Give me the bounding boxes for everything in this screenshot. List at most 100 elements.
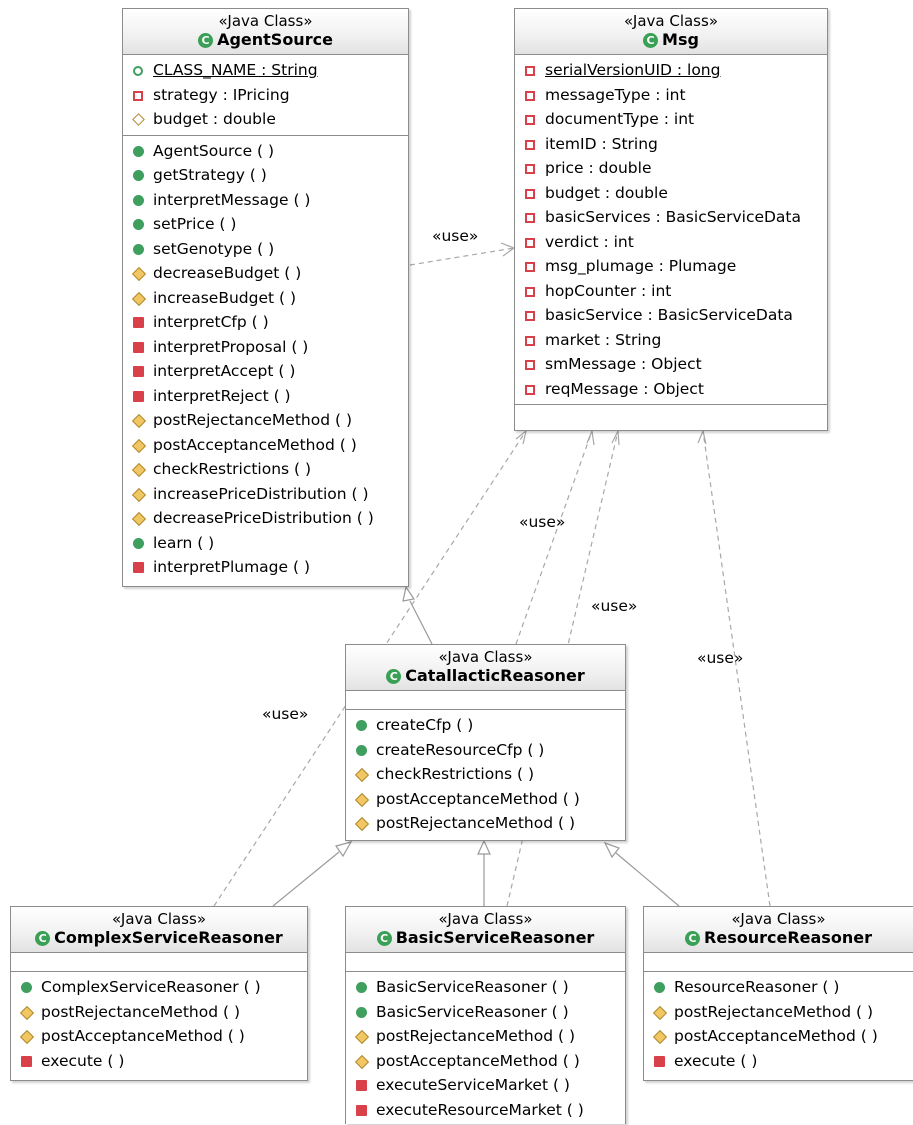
private-field-icon xyxy=(525,90,535,101)
field-item[interactable]: CLASS_NAME : String xyxy=(123,58,408,83)
method-item[interactable]: createCfp ( ) xyxy=(346,713,625,738)
protected-method-icon xyxy=(131,438,147,453)
private-field-icon xyxy=(525,384,535,395)
method-item[interactable]: ComplexServiceReasoner ( ) xyxy=(11,975,307,1000)
method-item[interactable]: interpretMessage ( ) xyxy=(123,188,408,213)
method-label: decreasePriceDistribution ( ) xyxy=(153,509,374,527)
method-label: postRejectanceMethod ( ) xyxy=(376,814,575,832)
public-method-icon xyxy=(133,243,144,255)
method-label: executeResourceMarket ( ) xyxy=(376,1100,584,1119)
field-item[interactable]: documentType : int xyxy=(515,107,827,132)
private-field-icon xyxy=(525,164,535,174)
method-item[interactable]: BasicServiceReasoner ( ) xyxy=(346,1000,625,1025)
method-item[interactable]: executeResourceMarket ( ) xyxy=(346,1098,625,1123)
field-item[interactable]: hopCounter : int xyxy=(515,279,827,304)
field-item[interactable]: serialVersionUID : long xyxy=(515,58,827,83)
field-item[interactable]: basicServices : BasicServiceData xyxy=(515,205,827,230)
method-item[interactable]: postAcceptanceMethod ( ) xyxy=(346,787,625,812)
field-item[interactable]: budget : double xyxy=(515,181,827,206)
method-item[interactable]: interpretReject ( ) xyxy=(123,384,408,409)
operations-section: AgentSource ( ) getStrategy ( ) interpretM… xyxy=(123,136,408,583)
attributes-section xyxy=(11,953,307,972)
stereotype-label: «Java Class» xyxy=(438,648,533,666)
field-item[interactable]: itemID : String xyxy=(515,132,827,157)
method-item[interactable]: checkRestrictions ( ) xyxy=(346,762,625,787)
method-item[interactable]: createResourceCfp ( ) xyxy=(346,738,625,763)
method-label: setPrice ( ) xyxy=(153,215,237,233)
private-method-icon xyxy=(133,562,144,573)
method-item[interactable]: interpretAccept ( ) xyxy=(123,359,408,384)
field-label: price : double xyxy=(545,159,652,177)
method-item[interactable]: decreasePriceDistribution ( ) xyxy=(123,506,408,531)
stereotype-label: «Java Class» xyxy=(111,910,206,928)
method-item[interactable]: setGenotype ( ) xyxy=(123,237,408,262)
dependency-arrowhead xyxy=(611,428,620,446)
method-item[interactable]: execute ( ) xyxy=(644,1049,913,1074)
method-item[interactable]: postRejectanceMethod ( ) xyxy=(644,1000,913,1025)
field-item[interactable]: price : double xyxy=(515,156,827,181)
method-item[interactable]: interpretProposal ( ) xyxy=(123,335,408,360)
method-item[interactable]: postAcceptanceMethod ( ) xyxy=(123,433,408,458)
attributes-section: serialVersionUID : long messageType : int… xyxy=(515,55,827,405)
field-item[interactable]: market : String xyxy=(515,328,827,353)
method-item[interactable]: postRejectanceMethod ( ) xyxy=(123,408,408,433)
method-item[interactable]: postRejectanceMethod ( ) xyxy=(346,1024,625,1049)
method-item[interactable]: execute ( ) xyxy=(11,1049,307,1074)
method-item[interactable]: BasicServiceReasoner ( ) xyxy=(346,975,625,1000)
method-item[interactable]: interpretPlumage ( ) xyxy=(123,555,408,580)
method-item[interactable]: interpretCfp ( ) xyxy=(123,310,408,335)
method-label: interpretProposal ( ) xyxy=(153,337,309,356)
field-item[interactable]: reqMessage : Object xyxy=(515,377,827,402)
method-item[interactable]: learn ( ) xyxy=(123,531,408,556)
field-item[interactable]: smMessage : Object xyxy=(515,352,827,377)
method-item[interactable]: decreaseBudget ( ) xyxy=(123,261,408,286)
private-method-icon xyxy=(133,341,144,353)
public-method-icon xyxy=(133,194,144,206)
method-item[interactable]: ResourceReasoner ( ) xyxy=(644,975,913,1000)
attributes-section xyxy=(346,691,625,710)
method-label: postAcceptanceMethod ( ) xyxy=(376,1051,580,1070)
method-label: postAcceptanceMethod ( ) xyxy=(41,1027,245,1045)
field-item[interactable]: strategy : IPricing xyxy=(123,83,408,108)
method-item[interactable]: increasePriceDistribution ( ) xyxy=(123,482,408,507)
operations-section: createCfp ( )createResourceCfp ( )checkR… xyxy=(346,710,625,839)
method-item[interactable]: executeServiceMarket ( ) xyxy=(346,1073,625,1098)
method-item[interactable]: postRejectanceMethod ( ) xyxy=(346,811,625,836)
private-field-icon xyxy=(525,286,535,297)
protected-method-icon xyxy=(131,413,147,429)
field-item[interactable]: messageType : int xyxy=(515,83,827,108)
method-item[interactable]: setPrice ( ) xyxy=(123,212,408,237)
private-field-icon xyxy=(525,115,535,125)
method-item[interactable]: increaseBudget ( ) xyxy=(123,286,408,311)
method-label: getStrategy ( ) xyxy=(153,166,267,184)
field-item[interactable]: basicService : BasicServiceData xyxy=(515,303,827,328)
method-item[interactable]: postAcceptanceMethod ( ) xyxy=(11,1024,307,1049)
protected-method-icon xyxy=(354,816,370,832)
method-item[interactable]: postRejectanceMethod ( ) xyxy=(11,1000,307,1025)
method-item[interactable]: postAcceptanceMethod ( ) xyxy=(644,1024,913,1049)
field-item[interactable]: budget : double xyxy=(123,107,408,132)
field-item[interactable]: msg_plumage : Plumage xyxy=(515,254,827,279)
protected-method-icon xyxy=(131,291,147,306)
method-item[interactable]: checkRestrictions ( ) xyxy=(123,457,408,482)
method-label: interpretCfp ( ) xyxy=(153,313,269,331)
private-method-icon xyxy=(654,1055,665,1067)
use-label: «use» xyxy=(591,597,638,615)
field-item[interactable]: verdict : int xyxy=(515,230,827,255)
field-label: serialVersionUID : long xyxy=(545,61,721,79)
method-item[interactable]: getStrategy ( ) xyxy=(123,163,408,188)
method-item[interactable]: AgentSource ( ) xyxy=(123,139,408,164)
method-label: AgentSource ( ) xyxy=(153,141,275,160)
method-item[interactable]: postAcceptanceMethod ( ) xyxy=(346,1049,625,1074)
private-method-icon xyxy=(356,1080,367,1091)
private-method-icon xyxy=(133,390,144,402)
